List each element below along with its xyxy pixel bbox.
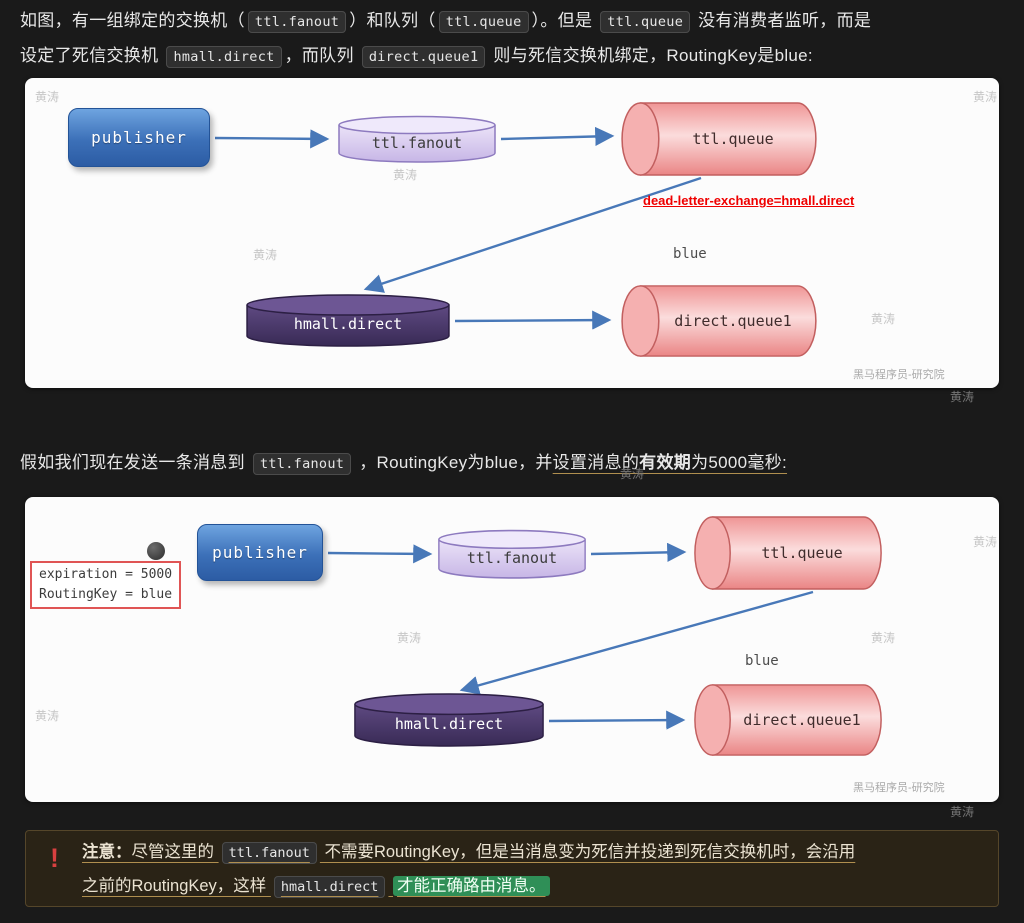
exchange-ttl-fanout: ttl.fanout — [437, 529, 587, 579]
cylinder-shape — [694, 516, 882, 590]
arrow-publisher-to-fanout — [327, 544, 433, 564]
note-callout: ! 注意：尽管这里的 ttl.fanout 不需要RoutingKey，但是当消… — [25, 830, 999, 907]
bold-text-validity: 有效期 — [639, 453, 692, 472]
arrows-layer — [214, 126, 702, 330]
watermark: 黄涛 — [35, 90, 60, 104]
cylinder-shape — [694, 684, 882, 756]
inline-code-ttl-fanout: ttl.fanout — [221, 842, 317, 864]
queue-label: ttl.queue — [761, 544, 843, 562]
watermark: 黄涛 — [950, 390, 975, 404]
text-segment: 设置消息的 — [552, 453, 640, 472]
publisher-label: publisher — [212, 543, 308, 562]
watermark: 黄涛 — [973, 535, 998, 549]
highlighted-text: 才能正确路由消息。 — [393, 876, 550, 896]
message-dot — [147, 542, 165, 560]
text-segment: 不需要RoutingKey，但是当消息变为死信并投递到死信交换机时，会沿用 — [319, 843, 856, 861]
queue-label: ttl.queue — [692, 130, 774, 148]
text-segment: 尽管这里的 — [131, 843, 219, 861]
inline-code-ttl-queue: ttl.queue — [600, 11, 691, 33]
message-properties-box: expiration = 5000 RoutingKey = blue — [30, 561, 182, 609]
inline-code-hmall-direct: hmall.direct — [166, 46, 282, 68]
paragraph-send-message: 假如我们现在发送一条消息到 ttl.fanout ，RoutingKey为blu… — [20, 446, 1020, 481]
dead-letter-exchange-label: dead-letter-exchange=hmall.direct — [643, 193, 855, 208]
text-segment: 之前的RoutingKey，这样 — [82, 877, 271, 895]
queue-ttl-queue: ttl.queue — [691, 514, 887, 592]
arrow-queue-to-dlx — [459, 590, 814, 695]
message-expiration: expiration = 5000 — [39, 567, 173, 582]
watermark: 黄涛 — [35, 709, 60, 723]
exchange-ttl-fanout: ttl.fanout — [337, 115, 497, 163]
underlined-segment: 设置消息的有效期为5000毫秒: — [553, 453, 787, 472]
publisher-node: publisher — [197, 524, 323, 581]
queue-ttl-queue: ttl.queue — [618, 100, 822, 178]
watermark: 黄涛 — [871, 312, 896, 326]
inline-code-ttl-fanout: ttl.fanout — [252, 453, 352, 475]
text-segment: ）。但是 — [531, 11, 598, 30]
watermark: 黄涛 — [871, 631, 896, 645]
queue-label: direct.queue1 — [674, 312, 792, 330]
exchange-label: ttl.fanout — [466, 548, 558, 567]
cylinder-shape — [246, 294, 450, 347]
cylinder-shape — [338, 115, 496, 163]
routing-key-label: blue — [745, 653, 779, 669]
exchange-label: ttl.fanout — [371, 133, 463, 152]
text-segment: ，而队列 — [284, 46, 359, 65]
inline-code-hmall-direct: hmall.direct — [273, 876, 386, 898]
credit-watermark: 黑马程序员-研究院 — [853, 782, 945, 794]
credit-watermark: 黑马程序员-研究院 — [853, 369, 945, 381]
exchange-label: hmall.direct — [293, 315, 403, 333]
cylinder-shape — [621, 102, 817, 176]
exclamation-icon: ! — [50, 843, 59, 873]
diagram-dead-letter-binding: 黄涛 黄涛 黄涛 黄涛 黄涛 黑马程序员-研究院 publisher ttl.f… — [25, 78, 999, 388]
arrow-fanout-to-queue — [500, 126, 615, 147]
routing-key-label: blue — [673, 246, 707, 262]
arrow-fanout-to-queue — [590, 542, 687, 562]
arrow-publisher-to-fanout — [214, 129, 330, 149]
inline-code-ttl-fanout: ttl.fanout — [247, 11, 347, 33]
arrows-layer — [327, 542, 814, 730]
watermark: 黄涛 — [620, 467, 645, 481]
inline-code-ttl-queue: ttl.queue — [438, 11, 529, 33]
text-segment: 设定了死信交换机 — [20, 46, 164, 65]
cylinder-shape — [438, 529, 586, 579]
watermark: 黄涛 — [393, 168, 418, 182]
text-segment: 为5000毫秒: — [691, 453, 788, 472]
exchange-label: hmall.direct — [394, 714, 504, 733]
exchange-hmall-direct: hmall.direct — [353, 692, 545, 748]
arrow-dlx-to-queue1 — [454, 310, 612, 330]
publisher-label: publisher — [91, 128, 187, 147]
watermark: 黄涛 — [397, 631, 422, 645]
arrow-queue-to-dlx — [363, 176, 702, 293]
note-text: 注意：尽管这里的 ttl.fanout 不需要RoutingKey，但是当消息变… — [82, 836, 987, 904]
text-segment: 则与死信交换机绑定，RoutingKey是blue: — [488, 46, 813, 65]
text-segment: 没有消费者监听，而是 — [693, 11, 872, 30]
queue-direct-queue1: direct.queue1 — [691, 682, 887, 758]
note-bold-label: 注意： — [82, 843, 132, 861]
text-segment: 如图，有一组绑定的交换机（ — [20, 11, 245, 30]
watermark: 黄涛 — [253, 248, 278, 262]
cylinder-shape — [354, 693, 544, 747]
message-routing-key: RoutingKey = blue — [39, 587, 173, 602]
publisher-node: publisher — [68, 108, 210, 167]
text-segment: ）和队列（ — [349, 11, 436, 30]
diagram-message-expiration: 黄涛 黄涛 黄涛 黄涛 黑马程序员-研究院 expiration = 5000 … — [25, 497, 999, 802]
queue-label: direct.queue1 — [743, 711, 861, 729]
exchange-hmall-direct: hmall.direct — [245, 293, 451, 348]
watermark: 黄涛 — [973, 90, 998, 104]
inline-code-direct-queue1: direct.queue1 — [361, 46, 486, 68]
text-segment: ，RoutingKey为blue，并 — [354, 453, 553, 472]
text-segment: 假如我们现在发送一条消息到 — [20, 453, 250, 472]
cylinder-shape — [621, 285, 817, 357]
paragraph-intro: 如图，有一组绑定的交换机（ttl.fanout）和队列（ttl.queue）。但… — [20, 4, 1010, 74]
queue-direct-queue1: direct.queue1 — [618, 283, 822, 359]
arrow-dlx-to-queue1 — [548, 710, 686, 730]
watermark: 黄涛 — [950, 805, 975, 819]
